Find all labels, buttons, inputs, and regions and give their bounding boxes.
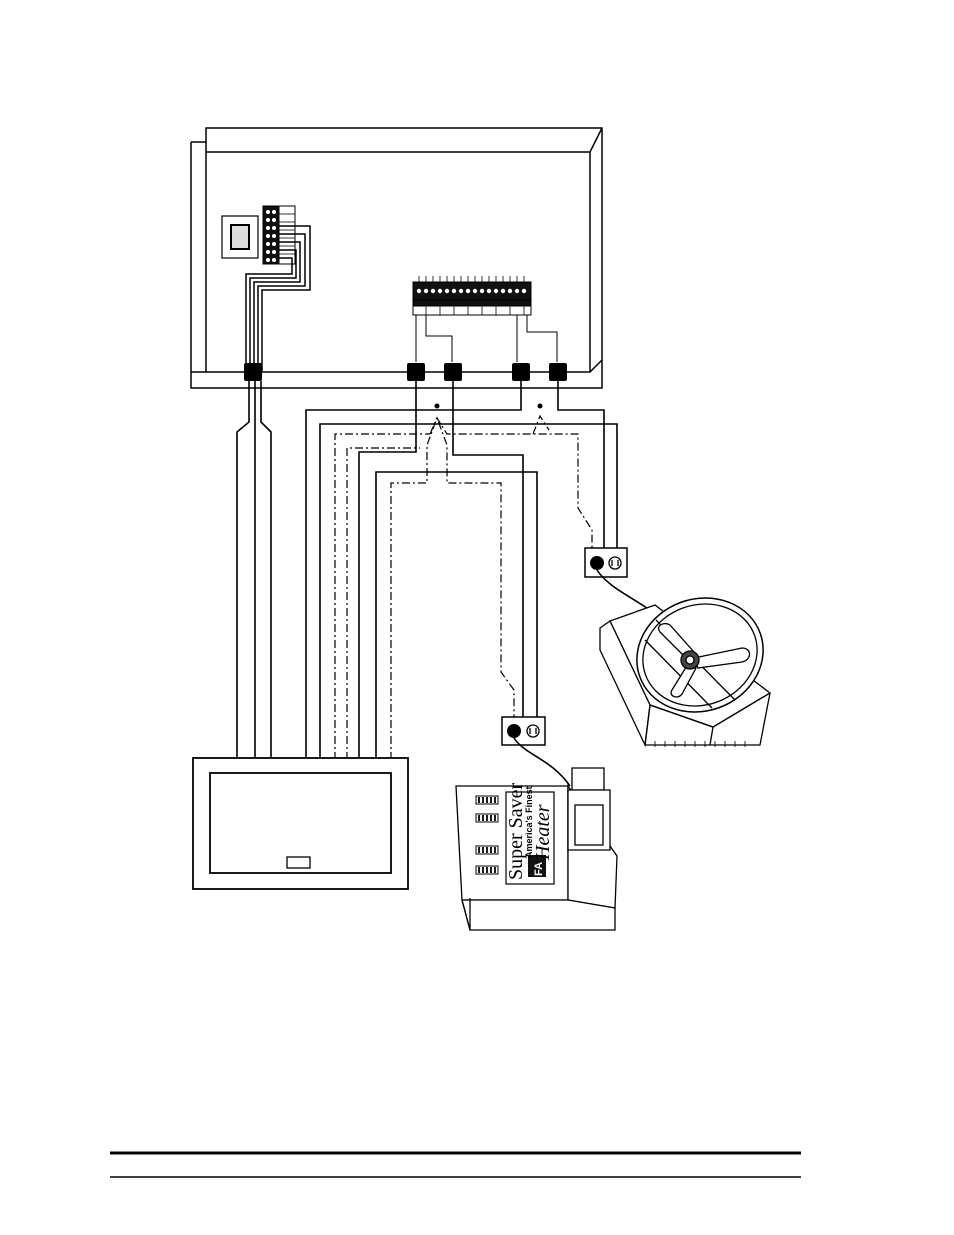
heater-label-line3: Heater xyxy=(532,804,554,861)
lower-control-box xyxy=(193,758,408,889)
conduit-4 xyxy=(512,363,530,381)
ground-wires xyxy=(335,416,592,760)
thermostat-icon xyxy=(222,216,258,258)
conduit-5 xyxy=(549,363,567,381)
heater-outlet-icon xyxy=(502,717,545,745)
small-terminal-strip xyxy=(263,206,295,264)
main-terminal-strip xyxy=(413,276,531,315)
conduit-1 xyxy=(244,363,262,381)
conduit-3 xyxy=(444,363,462,381)
heater-logo: FA xyxy=(533,862,545,876)
conduit-2 xyxy=(407,363,425,381)
thermostat-cable xyxy=(237,381,271,760)
panel-internal-wires xyxy=(416,315,557,362)
duplex-outlet-icon xyxy=(585,548,627,577)
ground-junction-dots xyxy=(435,404,543,409)
exhaust-fan-icon xyxy=(600,580,779,747)
power-wires xyxy=(306,381,617,760)
